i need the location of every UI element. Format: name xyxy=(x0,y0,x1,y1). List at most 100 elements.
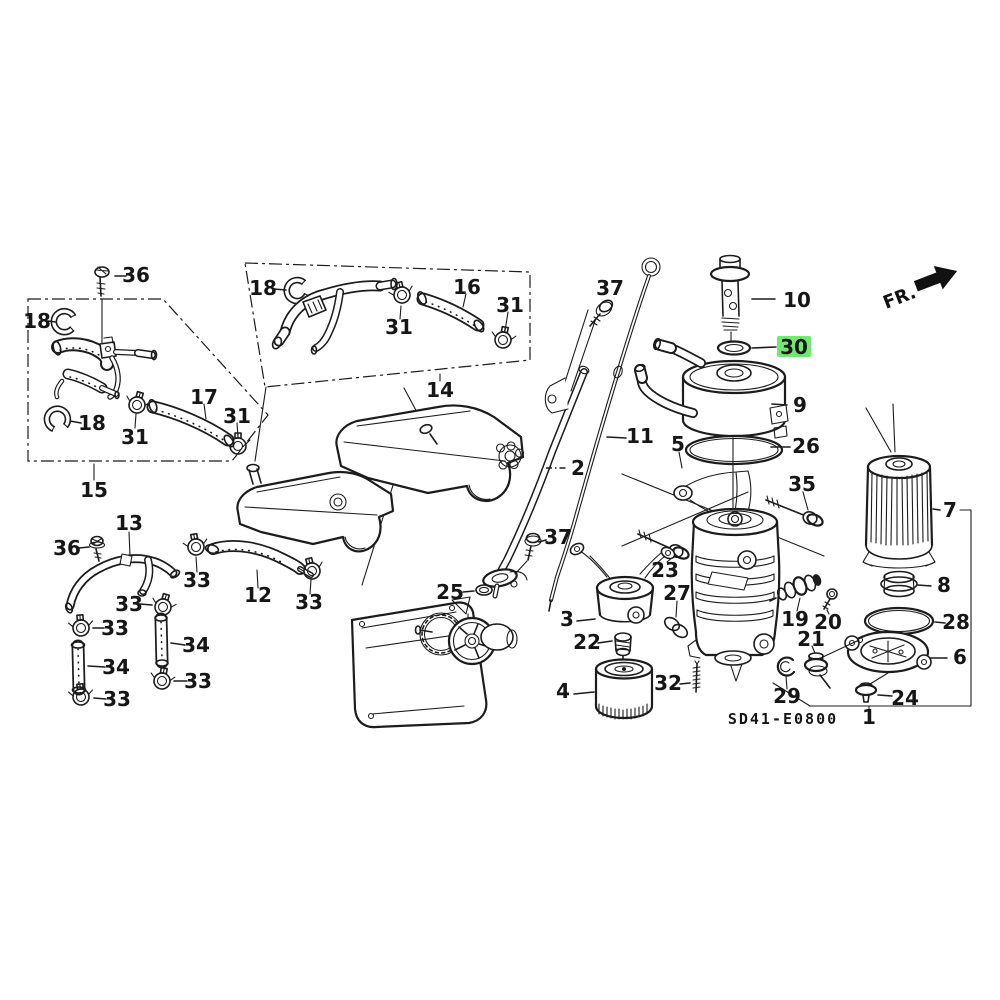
part-24-drain-bolt xyxy=(854,672,893,703)
part-label-13: 13 xyxy=(115,511,143,535)
part-label-21: 21 xyxy=(797,627,825,651)
fr-direction: FR. xyxy=(880,266,958,314)
part-label-33: 33 xyxy=(295,590,323,614)
part-label-31: 31 xyxy=(496,293,524,317)
part-label-14: 14 xyxy=(426,378,454,402)
part-label-17: 17 xyxy=(190,385,218,409)
part-label-27: 27 xyxy=(663,581,691,605)
part-label-24: 24 xyxy=(891,686,919,710)
lower-valve-cover xyxy=(236,463,395,553)
part-label-37: 37 xyxy=(544,525,572,549)
filter-housing-canister xyxy=(687,507,781,682)
part-label-5: 5 xyxy=(671,432,685,456)
part-32-stud xyxy=(679,660,701,693)
part-label-3: 3 xyxy=(560,607,574,631)
part-label-31: 31 xyxy=(121,425,149,449)
part-label-33: 33 xyxy=(101,616,129,640)
part-19-oil-pressure-switch xyxy=(769,574,822,612)
part-22-relief-valve xyxy=(597,632,632,660)
upper-valve-cover xyxy=(335,404,525,503)
part-label-26: 26 xyxy=(792,434,820,458)
part-label-25: 25 xyxy=(436,580,464,604)
diagram-code: SD41-E0800 xyxy=(728,710,838,728)
part-label-37: 37 xyxy=(596,276,624,300)
part-18-clip-14box xyxy=(273,275,311,307)
part-30-washer xyxy=(716,340,777,356)
part-label-8: 8 xyxy=(937,573,951,597)
part-label-4: 4 xyxy=(556,679,570,703)
part-label-15: 15 xyxy=(80,478,108,502)
part-label-33: 33 xyxy=(183,568,211,592)
part-label-33: 33 xyxy=(184,669,212,693)
part-label-28: 28 xyxy=(942,610,970,634)
part-label-12: 12 xyxy=(244,583,272,607)
part-17-hose xyxy=(146,398,235,448)
part-25-washer xyxy=(462,584,493,596)
fr-arrow-icon xyxy=(913,266,958,292)
part-label-18: 18 xyxy=(23,309,51,333)
part-20-bolt xyxy=(822,588,838,615)
part-label-35: 35 xyxy=(788,472,816,496)
part-14-pipe-assembly xyxy=(271,277,398,355)
part-37-bolt-lower xyxy=(514,532,547,575)
part-label-32: 32 xyxy=(654,671,682,695)
part-label-34: 34 xyxy=(102,655,130,679)
part-6-base-cap xyxy=(809,630,948,674)
part-18-clips-left xyxy=(41,305,82,433)
part-11-dipstick xyxy=(548,257,661,612)
part-36-bolt-top xyxy=(94,266,127,344)
part-4-oil-filter xyxy=(573,658,654,720)
part-10-bolt xyxy=(709,254,776,342)
part-label-36: 36 xyxy=(122,263,150,287)
part-31-clamps-14box xyxy=(386,278,518,351)
part-29-washer xyxy=(776,656,796,690)
part-34-hoses xyxy=(70,612,186,696)
part-label-34: 34 xyxy=(182,633,210,657)
part-label-18: 18 xyxy=(249,276,277,300)
part-label-29: 29 xyxy=(773,684,801,708)
part-label-36: 36 xyxy=(53,536,81,560)
part-26-oring xyxy=(684,434,791,466)
part-8-seal xyxy=(880,570,932,598)
part-label-23: 23 xyxy=(651,558,679,582)
part-label-31: 31 xyxy=(223,404,251,428)
part-label-9: 9 xyxy=(793,393,807,417)
part-label-6: 6 xyxy=(953,645,967,669)
part-33-clamps xyxy=(67,531,327,707)
part-7-filter-element xyxy=(862,454,941,569)
part-label-22: 22 xyxy=(573,630,601,654)
part-label-19: 19 xyxy=(781,607,809,631)
part-label-10: 10 xyxy=(783,288,811,312)
part-2-dipstick-tube xyxy=(482,365,590,599)
part-label-11: 11 xyxy=(626,424,654,448)
part-label-31: 31 xyxy=(385,315,413,339)
part-label-30: 30 xyxy=(780,335,808,359)
part-9-oil-cooler xyxy=(634,337,789,513)
part-31-clamps-left xyxy=(122,388,251,455)
part-12-hose xyxy=(204,540,314,589)
assembly-1-bracket xyxy=(772,509,972,713)
part-label-18: 18 xyxy=(78,411,106,435)
oil-pump xyxy=(414,596,518,666)
part-36-bolt-lower xyxy=(78,535,106,562)
part-label-33: 33 xyxy=(103,687,131,711)
part-28-oring xyxy=(863,606,946,636)
part-label-20: 20 xyxy=(814,610,842,634)
part-35-bolt xyxy=(765,491,824,527)
part-label-1: 1 xyxy=(862,705,876,729)
part-label-2: 2 xyxy=(571,456,585,480)
part-16-hose xyxy=(416,291,485,333)
part-label-33: 33 xyxy=(115,592,143,616)
part-15-hose-assembly xyxy=(51,336,158,400)
fr-label: FR. xyxy=(880,282,919,314)
part-13-breather-pipe xyxy=(64,531,181,614)
part-label-16: 16 xyxy=(453,275,481,299)
hose-set-14-box xyxy=(244,262,531,388)
part-37-bolt-top xyxy=(589,299,614,327)
highlight-box-30 xyxy=(777,336,811,357)
hose-set-15-box xyxy=(27,298,269,462)
part-label-7: 7 xyxy=(943,498,957,522)
